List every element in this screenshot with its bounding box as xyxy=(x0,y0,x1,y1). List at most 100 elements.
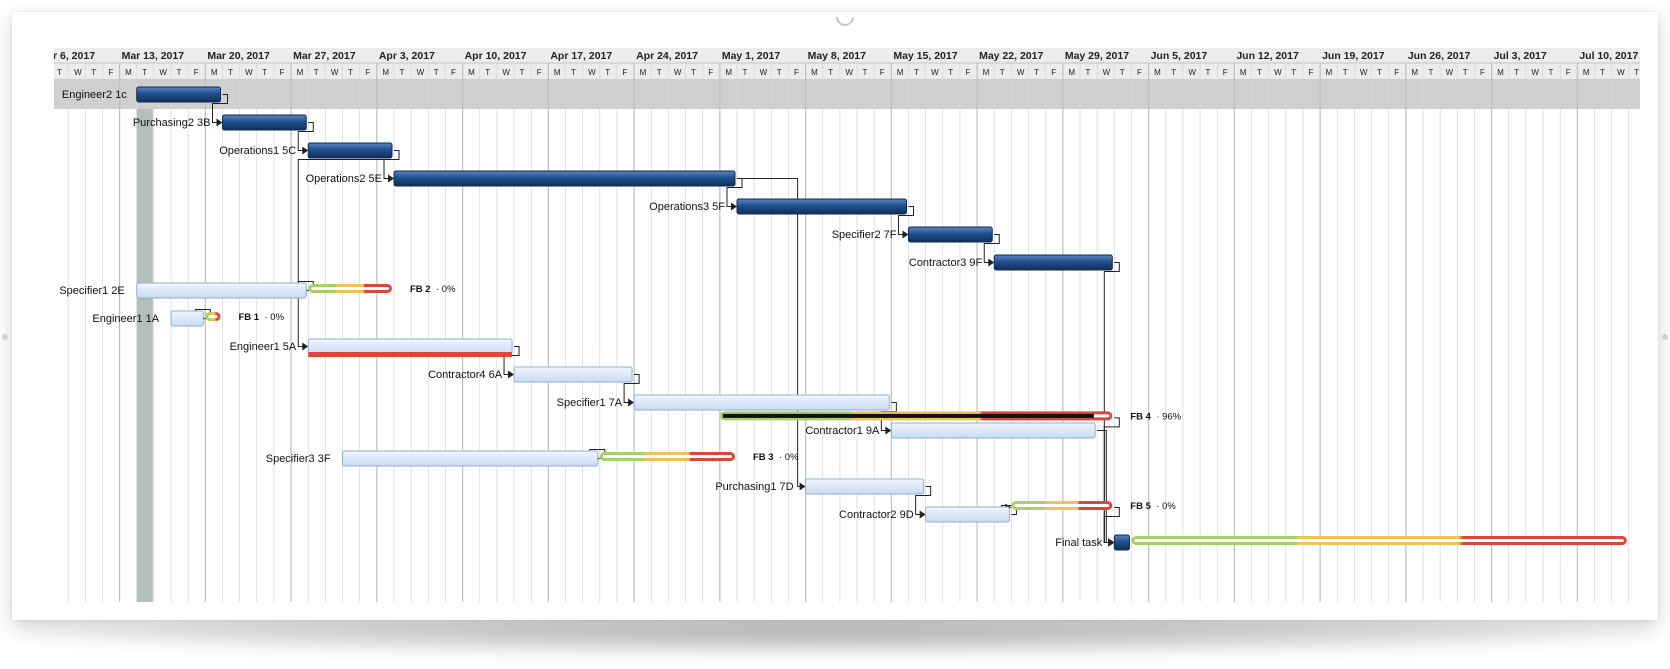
dependency-arrow xyxy=(628,398,635,407)
resize-handle-top[interactable] xyxy=(836,17,854,26)
task-bar-t6[interactable]: Specifier2 7F xyxy=(832,226,993,243)
day-letter: W xyxy=(931,68,939,77)
task-bar-t13[interactable]: Contractor1 9A xyxy=(805,422,1096,439)
day-letter: T xyxy=(1206,68,1211,77)
task-bar[interactable] xyxy=(908,226,993,243)
day-letter: F xyxy=(1480,68,1485,77)
task-label: Engineer1 5A xyxy=(230,341,297,353)
buffer-consumption xyxy=(722,413,1094,418)
task-bar-t10[interactable]: Engineer1 5A xyxy=(230,338,513,357)
buffer-percent: · 0% xyxy=(1156,501,1176,512)
task-bar-t4[interactable]: Operations2 5E xyxy=(306,170,736,187)
task-bar-t8[interactable]: Specifier1 2E xyxy=(59,282,307,299)
task-bar-t12[interactable]: Specifier1 7A xyxy=(557,394,890,411)
task-label: Specifier1 7A xyxy=(557,397,623,409)
day-letter: W xyxy=(245,68,253,77)
right-edge-handle[interactable] xyxy=(1662,334,1668,340)
today-column xyxy=(136,109,153,602)
day-letter: F xyxy=(1137,68,1142,77)
task-label: Contractor3 9F xyxy=(909,257,983,269)
buffer-fb4[interactable]: FB 4· 96% xyxy=(719,411,1182,422)
task-bar-t9[interactable]: Engineer1 1A xyxy=(92,310,204,327)
buffer-percent: · 0% xyxy=(265,312,285,323)
day-letter: W xyxy=(588,68,596,77)
task-bar-t15[interactable]: Purchasing1 7D xyxy=(715,478,925,495)
task-label: Contractor2 9D xyxy=(839,509,914,521)
buffer-fb3[interactable]: FB 3· 0% xyxy=(599,452,799,463)
task-bar[interactable] xyxy=(136,86,221,103)
week-label: May 15, 2017 xyxy=(893,50,957,62)
task-bar-t14[interactable]: Specifier3 3F xyxy=(266,450,599,467)
task-bar-t5[interactable]: Operations3 5F xyxy=(649,198,907,215)
week-label: Mar 13, 2017 xyxy=(122,50,185,62)
task-label: Operations2 5E xyxy=(306,173,382,185)
day-letter: T xyxy=(605,68,610,77)
task-bar[interactable] xyxy=(890,422,1096,439)
task-bar[interactable] xyxy=(393,170,736,187)
task-bar-t1[interactable]: Engineer2 1c xyxy=(62,86,221,103)
buffer-fb5[interactable]: FB 5· 0% xyxy=(1011,501,1176,512)
task-bar-t3[interactable]: Operations1 5C xyxy=(219,142,393,159)
day-letter: T xyxy=(743,68,748,77)
task-bar[interactable] xyxy=(307,142,393,159)
task-bar[interactable] xyxy=(736,198,907,215)
day-letter: W xyxy=(1188,68,1196,77)
day-letter: F xyxy=(1308,68,1313,77)
day-letter: F xyxy=(880,68,885,77)
buffer-pb[interactable] xyxy=(1131,536,1627,545)
task-bar-t7[interactable]: Contractor3 9F xyxy=(909,254,1113,271)
day-letter: T xyxy=(948,68,953,77)
dependency-link xyxy=(915,486,932,515)
task-label: Engineer1 1A xyxy=(92,313,159,325)
task-bar[interactable] xyxy=(993,254,1113,271)
day-letter: W xyxy=(1274,68,1282,77)
day-letter: M xyxy=(1068,68,1075,77)
day-letter: T xyxy=(262,68,267,77)
task-bar[interactable] xyxy=(136,282,307,299)
day-letter: T xyxy=(520,68,525,77)
dependency-arrow xyxy=(902,230,909,239)
day-letter: M xyxy=(297,68,304,77)
buffer-fb2[interactable]: FB 2 · 0% xyxy=(308,284,456,295)
week-label: Jun 19, 2017 xyxy=(1322,50,1385,62)
task-bar[interactable] xyxy=(307,338,513,355)
buffer-name: FB 1 xyxy=(239,312,260,323)
task-bar[interactable] xyxy=(342,450,599,467)
task-bar[interactable] xyxy=(925,506,1010,523)
overrun-indicator xyxy=(308,352,513,357)
dependency-link xyxy=(297,150,400,347)
task-bar[interactable] xyxy=(633,394,890,411)
buffer-fb1[interactable]: FB 1 · 0% xyxy=(205,312,285,323)
task-bar[interactable] xyxy=(222,114,307,131)
task-bar[interactable] xyxy=(1113,534,1130,551)
day-letter: F xyxy=(365,68,370,77)
buffer-name: FB 3 xyxy=(753,452,774,463)
dependency-link xyxy=(623,374,640,403)
dependency-arrow xyxy=(799,482,806,491)
week-label: Jun 12, 2017 xyxy=(1236,50,1299,62)
buffer-percent: · 0% xyxy=(436,284,456,295)
left-edge-handle[interactable] xyxy=(2,334,8,340)
task-bar-t11[interactable]: Contractor4 6A xyxy=(428,366,633,383)
task-bar[interactable] xyxy=(805,478,925,495)
task-bar-t17[interactable]: Final task xyxy=(1055,534,1130,551)
buffer-inner xyxy=(1014,504,1110,507)
day-letter: M xyxy=(1497,68,1504,77)
day-letter: F xyxy=(194,68,199,77)
task-bar[interactable] xyxy=(170,310,204,327)
buffer-percent: · 96% xyxy=(1156,411,1181,422)
buffer-name: FB 2 xyxy=(410,284,431,295)
day-letter: M xyxy=(1240,68,1247,77)
day-letter: T xyxy=(228,68,233,77)
day-letter: W xyxy=(417,68,425,77)
day-letter: T xyxy=(1086,68,1091,77)
task-bar-t2[interactable]: Purchasing2 3B xyxy=(133,114,307,131)
day-letter: W xyxy=(1360,68,1368,77)
task-bar-t16[interactable]: Contractor2 9D xyxy=(839,506,1010,523)
task-label: Purchasing2 3B xyxy=(133,117,211,129)
day-letter: T xyxy=(657,68,662,77)
task-bar[interactable] xyxy=(513,366,633,383)
week-label: Apr 3, 2017 xyxy=(379,50,435,62)
